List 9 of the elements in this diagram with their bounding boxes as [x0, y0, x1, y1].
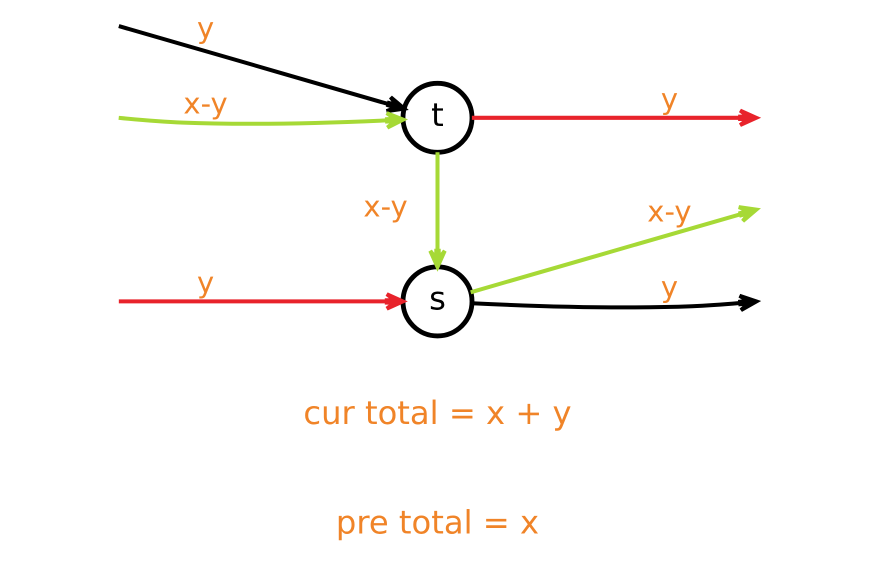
label: pre total = x [336, 503, 540, 542]
edge-label: x-y [363, 190, 408, 224]
edge-label: y [660, 82, 678, 116]
edge-label: y [660, 270, 678, 304]
edge-label: y [196, 10, 214, 45]
edge-label: x-y [183, 86, 228, 121]
edge-label: x-y [647, 194, 692, 229]
edge-label: y [196, 265, 214, 300]
label: cur total = x + y [303, 394, 572, 432]
